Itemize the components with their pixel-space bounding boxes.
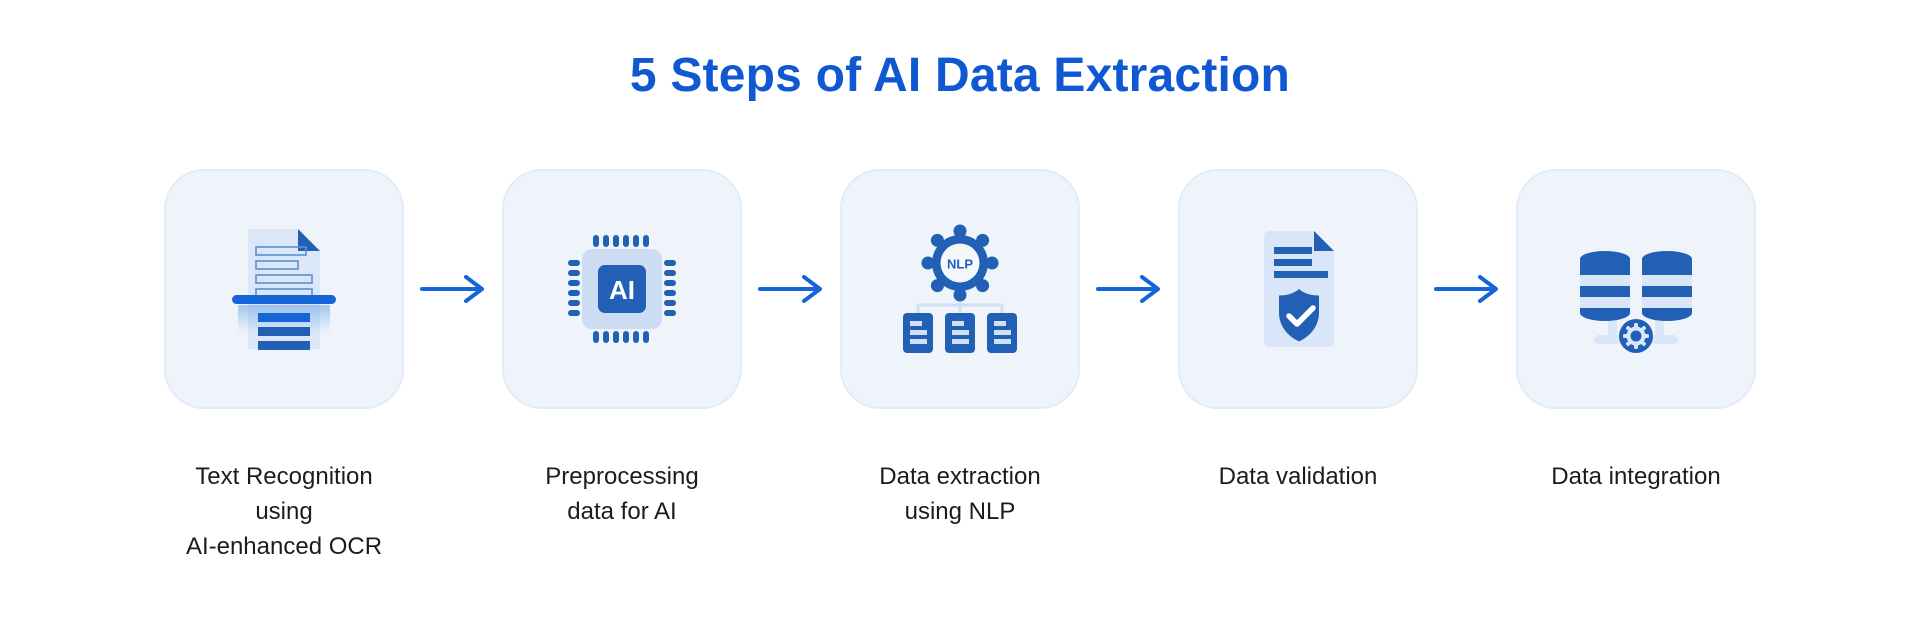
step-card — [1178, 168, 1418, 409]
step-label: Preprocessing data for AI — [545, 462, 699, 525]
step-data-integration: Data integration — [1516, 168, 1756, 494]
flow-arrow — [404, 273, 502, 305]
recognized-text-lines — [258, 312, 310, 350]
ai-chip-icon: AI — [568, 234, 676, 343]
process-flow: Text Recognition using AI-enhanced OCR — [0, 168, 1920, 564]
step-text-recognition: Text Recognition using AI-enhanced OCR — [164, 168, 404, 564]
chip-pins — [568, 234, 676, 343]
integration-gear — [1619, 318, 1653, 353]
flow-arrow — [1418, 273, 1516, 305]
step-card — [1516, 168, 1756, 409]
document-shield-check-icon — [1264, 230, 1334, 347]
scanner-bar — [232, 294, 336, 304]
page-title: 5 Steps of AI Data Extraction — [629, 49, 1291, 102]
document-outline-lines — [255, 245, 313, 298]
flow-arrow — [742, 273, 840, 305]
flow-arrow — [1080, 273, 1178, 305]
database-sync-gear-icon — [1580, 250, 1692, 353]
step-label: Data validation — [1218, 462, 1378, 490]
checkmark — [1286, 305, 1316, 327]
shield — [1279, 288, 1319, 342]
document-fold-corner — [298, 228, 320, 251]
right-arrow-icon — [1434, 274, 1498, 303]
chip-ai-text: AI — [609, 275, 635, 305]
step-label: Data integration — [1551, 462, 1721, 490]
right-arrow-icon — [1096, 274, 1160, 303]
step-label: Data extraction using NLP — [879, 462, 1041, 525]
nlp-gear-documents-icon: NLP — [903, 224, 1017, 353]
database-cylinders — [1580, 250, 1692, 321]
step-card: NLP — [840, 168, 1080, 409]
right-arrow-icon — [420, 274, 484, 303]
step-label: Text Recognition using AI-enhanced OCR — [185, 462, 383, 560]
step-data-extraction: NLP Data extraction using NLP — [840, 168, 1080, 529]
document-text-lines — [1274, 246, 1328, 278]
nlp-gear: NLP — [921, 224, 999, 302]
right-arrow-icon — [758, 274, 822, 303]
step-data-validation: Data validation — [1178, 168, 1418, 494]
ocr-scan-document-icon — [232, 228, 336, 350]
chip-core — [598, 264, 646, 313]
output-documents — [903, 312, 1017, 353]
step-card: AI — [502, 168, 742, 409]
step-preprocessing: AI Preprocessing data for AI — [502, 168, 742, 529]
nlp-gear-text: NLP — [947, 256, 973, 271]
step-card — [164, 168, 404, 409]
document-fold-corner — [1314, 230, 1334, 251]
